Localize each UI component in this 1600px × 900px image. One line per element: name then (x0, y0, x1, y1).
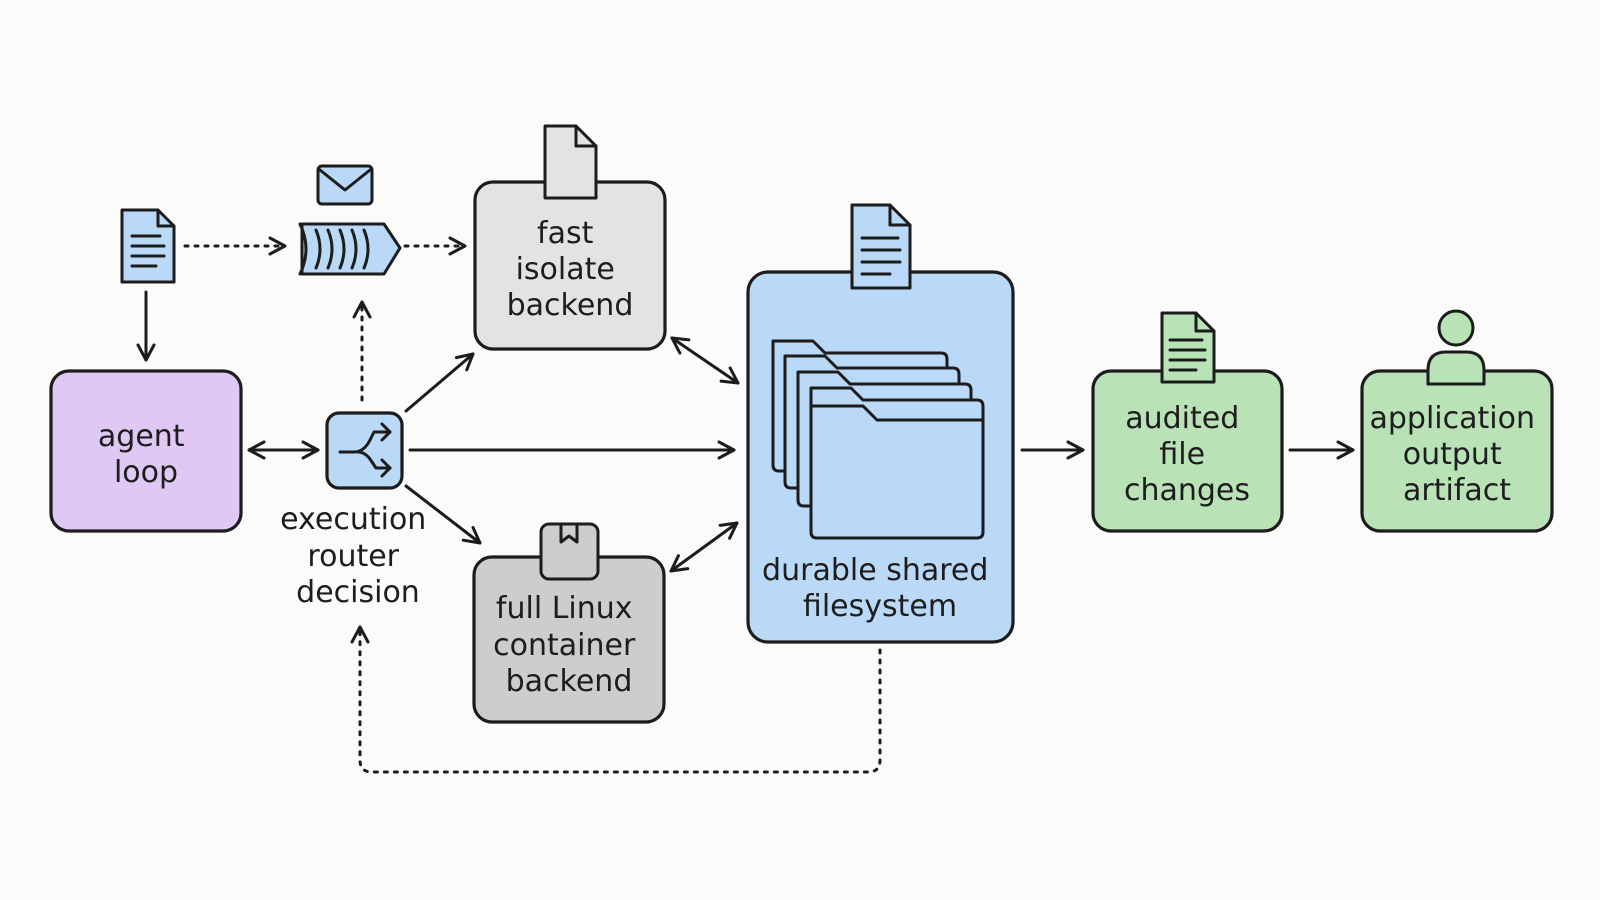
fast-backend-label: fast isolate backend (507, 216, 634, 323)
agent-loop-label: agent loop (98, 419, 194, 490)
execution-router-node: execution router decision (280, 411, 436, 610)
connectors (136, 236, 1355, 774)
file-icon (543, 124, 598, 200)
fast-isolate-backend-node: fast isolate backend (473, 124, 667, 351)
filesystem-label: durable shared filesystem (762, 553, 998, 624)
router-to-container-arrow (404, 484, 482, 545)
agent-loop-node: agent loop (49, 369, 243, 533)
audited-label: audited file changes (1124, 401, 1250, 508)
audited-file-changes-node: audited file changes (1091, 311, 1284, 533)
application-output-artifact-node: application output artifact (1360, 309, 1554, 533)
filesystem-feedback-arrow (350, 625, 882, 774)
shuffle-icon (325, 411, 404, 490)
container-backend-node: full Linux container backend (472, 522, 666, 724)
filesystem-node: durable shared filesystem (746, 203, 1015, 644)
box-icon (539, 522, 600, 581)
router-to-fast-backend-arrow (404, 352, 475, 413)
artifact-label: application output artifact (1369, 401, 1544, 508)
router-label: execution router decision (280, 502, 436, 610)
fast-backend-filesystem-arrow (670, 336, 740, 385)
container-backend-label: full Linux container backend (493, 591, 645, 699)
envelope-icon (316, 164, 374, 206)
folder-stack-icon (771, 339, 985, 540)
document-icon (1160, 311, 1216, 384)
container-filesystem-arrow (669, 521, 739, 573)
message-queue-icon (298, 222, 402, 276)
document-icon (120, 208, 176, 284)
user-icon (1426, 309, 1486, 386)
document-icon (850, 203, 912, 290)
